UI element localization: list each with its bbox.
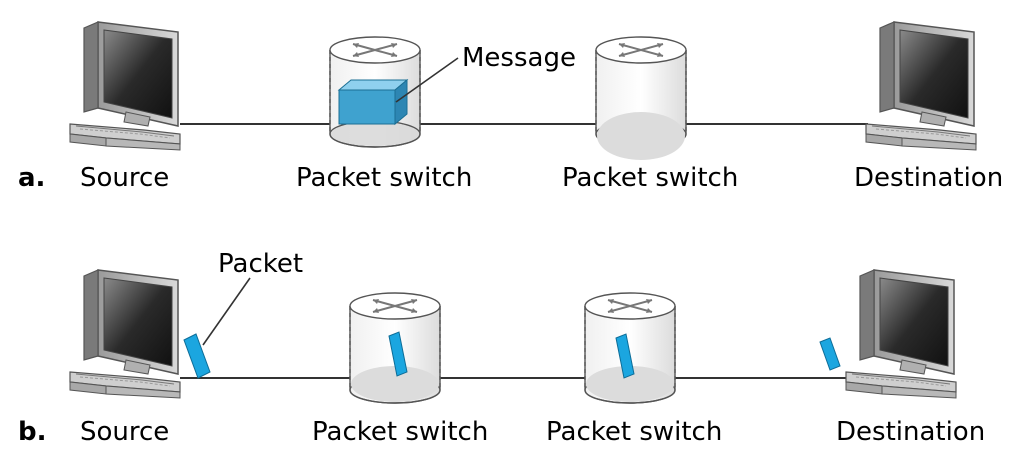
packet-in-switch2	[615, 333, 635, 379]
destination-computer-icon	[845, 269, 957, 399]
packet-switch-router-icon	[329, 36, 421, 148]
message-callout-label: Message	[462, 43, 576, 73]
message-block	[337, 78, 409, 126]
packet-in-switch1	[388, 331, 408, 377]
packet-at-destination	[819, 337, 841, 371]
packet-callout-label: Packet	[218, 249, 303, 279]
packet-callout-line	[202, 277, 251, 346]
source-label: Source	[80, 417, 169, 447]
packet-switch-router-icon	[584, 292, 676, 404]
switch2-label: Packet switch	[546, 417, 722, 447]
destination-label: Destination	[836, 417, 985, 447]
packet-switch-router-icon	[595, 36, 687, 160]
source-computer-icon	[69, 21, 181, 151]
row-a-tag: a.	[18, 163, 45, 193]
packet-switch-router-icon	[349, 292, 441, 404]
source-label: Source	[80, 163, 169, 193]
source-computer-icon	[69, 269, 181, 399]
destination-computer-icon	[865, 21, 977, 151]
switch1-label: Packet switch	[296, 163, 472, 193]
message-callout-line	[395, 57, 459, 103]
row-a: Message a. Source Packet switch Packet s…	[18, 21, 1003, 193]
destination-label: Destination	[854, 163, 1003, 193]
row-b: Packet b. Source Packet switch Packet sw…	[18, 249, 985, 447]
switch2-label: Packet switch	[562, 163, 738, 193]
row-b-tag: b.	[18, 417, 47, 447]
packet-at-source	[183, 333, 211, 379]
switch1-label: Packet switch	[312, 417, 488, 447]
